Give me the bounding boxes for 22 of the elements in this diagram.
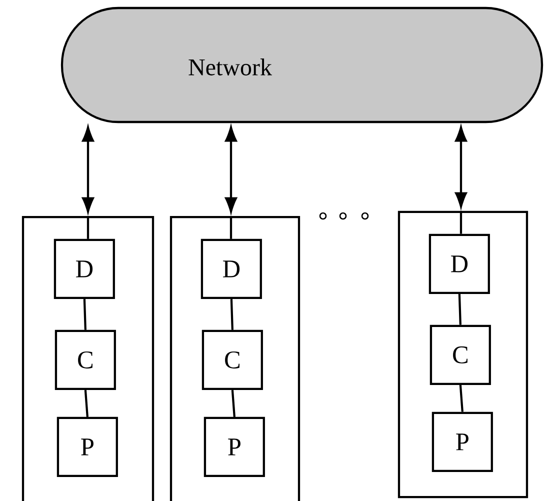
connector-line (230, 216, 232, 239)
connector-line (231, 390, 236, 417)
connector-line (83, 299, 86, 330)
component-box: P (204, 416, 265, 478)
host-box (398, 210, 528, 498)
component-box: P (56, 416, 118, 478)
connector-line (230, 299, 234, 330)
connector-line (459, 384, 464, 412)
host-box (170, 216, 300, 501)
component-box: D (428, 234, 490, 294)
component-box: C (54, 330, 116, 390)
component-box: C (430, 324, 491, 385)
connector-line (86, 216, 90, 239)
connector-line (84, 390, 88, 417)
network-cloud: Network (60, 6, 544, 124)
component-box: D (54, 238, 115, 300)
component-box: P (432, 412, 493, 472)
component-box: D (200, 238, 262, 300)
component-box: C (202, 330, 263, 390)
connector-line (458, 294, 462, 325)
connector-line (460, 210, 462, 234)
host-box (22, 216, 154, 501)
